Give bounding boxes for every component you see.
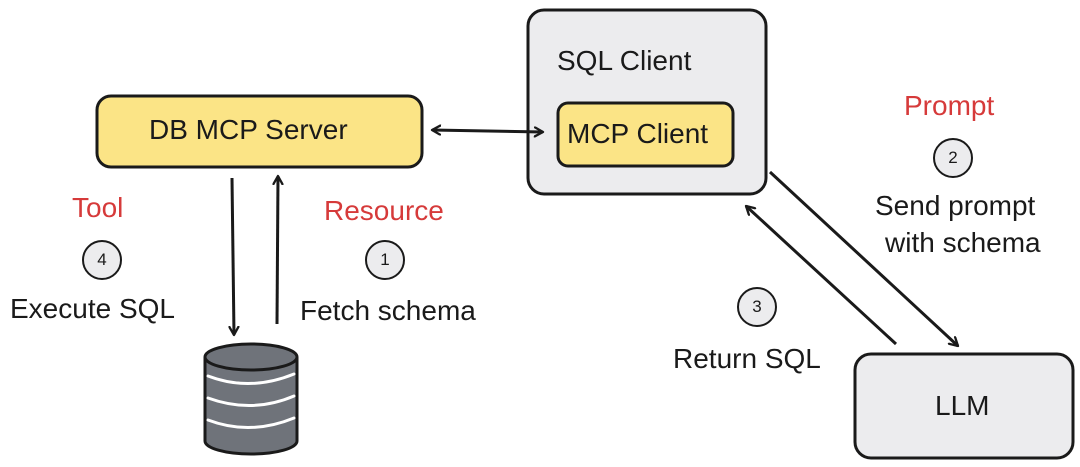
fetch-schema-text: Fetch schema xyxy=(300,295,476,326)
db-mcp-server-label: DB MCP Server xyxy=(149,114,348,145)
sql-client-label: SQL Client xyxy=(557,45,692,76)
tool-label: Tool xyxy=(72,192,124,223)
llm-box[interactable] xyxy=(853,352,1075,460)
return-sql-text: Return SQL xyxy=(673,343,821,374)
llm-label: LLM xyxy=(935,390,990,421)
execute-sql-text: Execute SQL xyxy=(10,293,175,324)
step-4-badge: 4 xyxy=(82,240,122,280)
database-icon xyxy=(203,342,299,456)
send-prompt-text: Send prompt xyxy=(875,190,1036,221)
server-client-arrow xyxy=(432,130,543,132)
execute-sql-arrow xyxy=(232,177,234,335)
with-schema-text: with schema xyxy=(885,227,1041,258)
resource-label: Resource xyxy=(324,195,444,226)
mcp-client-label: MCP Client xyxy=(567,118,709,149)
return-sql-arrow xyxy=(746,206,898,346)
prompt-label: Prompt xyxy=(904,90,995,121)
send-prompt-arrow xyxy=(768,170,958,346)
fetch-schema-arrow xyxy=(277,176,278,325)
step-2-badge: 2 xyxy=(933,138,973,178)
step-3-badge: 3 xyxy=(737,287,777,327)
step-1-badge: 1 xyxy=(365,240,405,280)
mcp-client-box[interactable] xyxy=(556,101,735,168)
db-mcp-server-box[interactable] xyxy=(95,94,424,169)
